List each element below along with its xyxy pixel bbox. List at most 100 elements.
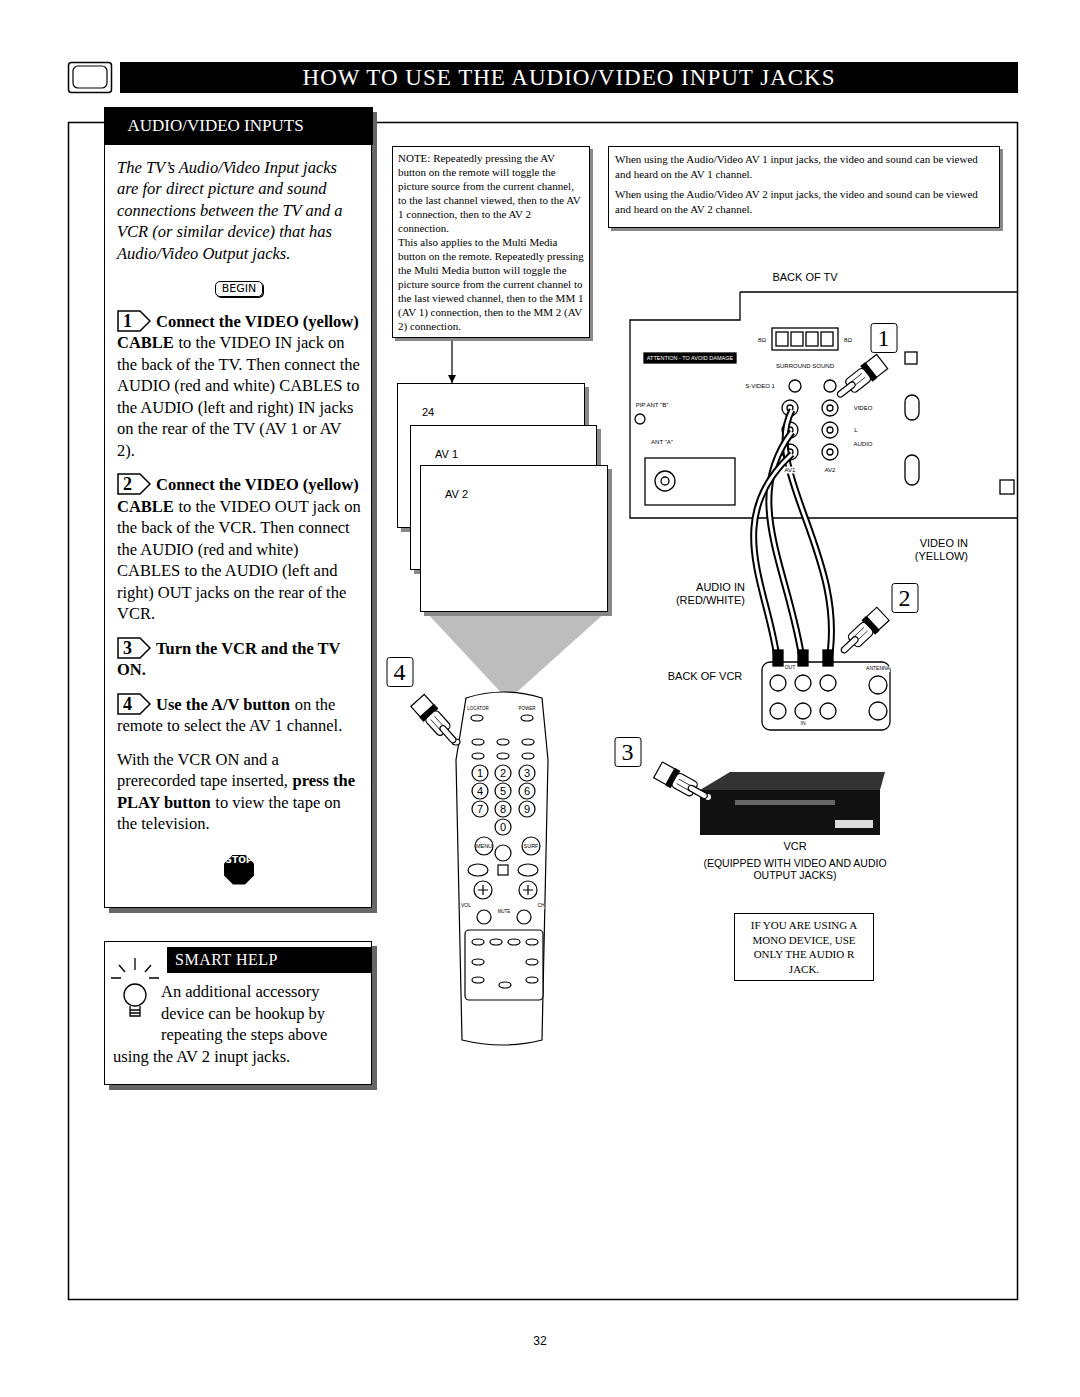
remote-control — [499, 982, 511, 988]
tv-back-panel — [822, 422, 838, 438]
tv-back-panel — [655, 471, 675, 491]
jack-label: 8Ω — [758, 337, 766, 344]
tv-back-panel — [635, 414, 645, 424]
text-group: 2Connect the VIDEO (yellow) CABLEto the … — [117, 473, 361, 625]
note-box: NOTE: Repeatedly pressing the AV button … — [392, 146, 590, 338]
jack-label: AV1 — [785, 467, 796, 474]
tv-back-panel — [776, 332, 788, 346]
remote-control — [456, 692, 548, 1045]
tv-back-panel — [645, 458, 735, 505]
text-group: With the VCR ON and a prerecorded tape i… — [117, 749, 361, 835]
caption-label: (EQUIPPED WITH VIDEO AND AUDIO OUTPUT JA… — [700, 857, 890, 881]
pointing-hands — [653, 761, 712, 806]
remote-button-label: SURF — [524, 843, 539, 849]
av-cables — [754, 410, 832, 665]
vcr-back-panel — [762, 662, 890, 730]
jack-label: S-VIDEO 1 — [745, 383, 775, 390]
jack-label: IN — [801, 721, 806, 727]
header-band — [120, 62, 1018, 93]
remote-control — [522, 739, 534, 745]
remote-control — [495, 801, 511, 817]
tv-back-panel — [827, 405, 833, 411]
box-text: AV 2 — [445, 488, 583, 500]
caption-label: VIDEO IN (YELLOW) — [898, 537, 968, 562]
intro-text: The TV’s Audio/Video Input jacks are for… — [117, 158, 343, 263]
remote-control — [522, 837, 540, 855]
page-frame — [69, 123, 1018, 1300]
connector-arrow — [451, 338, 452, 383]
vcr-back-panel — [869, 702, 887, 720]
step-number: 1 — [117, 310, 151, 332]
caption-label: BACK OF VCR — [668, 670, 743, 683]
help-text: An additional accessory device can be ho… — [113, 982, 327, 1066]
remote-beam — [426, 612, 606, 700]
vcr-back-panel — [823, 650, 833, 666]
page-title: HOW TO USE THE AUDIO/VIDEO INPUT JACKS — [120, 62, 1018, 93]
remote-control — [526, 977, 538, 983]
vcr-device — [735, 800, 835, 805]
box-text: IF YOU ARE USING A MONO DEVICE, USE ONLY… — [740, 918, 868, 976]
remote-control — [472, 801, 488, 817]
smart-help-bulb — [111, 958, 159, 1016]
tv-back-panel — [905, 352, 917, 364]
tv-back-panel — [772, 328, 838, 350]
jack-label: L — [854, 427, 857, 434]
remote-control — [478, 885, 533, 895]
remote-control — [472, 783, 488, 799]
remote-button-label: 2 — [500, 767, 506, 780]
tv-back-panel — [630, 292, 1018, 518]
text-group: 3Turn the VCR and the TV ON. — [117, 637, 361, 681]
tv-back-panel — [644, 353, 736, 363]
page-number: 32 — [533, 1335, 546, 1349]
remote-button-label: 3 — [524, 767, 530, 780]
tv-back-panel — [806, 332, 818, 346]
tv-icon — [69, 63, 112, 93]
box-text: When using the Audio/Video AV 2 input ja… — [615, 187, 993, 216]
vcr-back-panel — [770, 703, 786, 719]
remote-control — [495, 819, 511, 835]
smart-help-bulb — [130, 1006, 140, 1016]
remote-button-label: 7 — [477, 803, 483, 816]
smart-help-bulb — [124, 984, 146, 1006]
callout-number: 4 — [387, 657, 414, 687]
tv-icon — [73, 66, 107, 88]
panel-heading: AUDIO/VIDEO INPUTS — [128, 116, 304, 135]
remote-control — [475, 837, 493, 855]
jack-label: AUDIO — [853, 441, 872, 448]
remote-control — [526, 939, 538, 945]
bulb-space — [113, 981, 161, 1025]
remote-button-label: 9 — [524, 803, 530, 816]
callout-number: 3 — [615, 737, 642, 767]
screen-frame: AV 2 — [420, 465, 608, 612]
tv-back-panel — [905, 395, 919, 420]
remote-control — [521, 715, 533, 721]
remote-control — [508, 939, 520, 945]
pointing-hands — [832, 354, 888, 404]
text-group: SMART HELP — [167, 947, 371, 973]
text-group: The TV’s Audio/Video Input jacks are for… — [117, 157, 361, 265]
begin-badge: BEGIN — [215, 281, 264, 297]
callout-number: 2 — [892, 583, 919, 613]
remote-control — [495, 783, 511, 799]
remote-button-label: LOCATOR — [467, 706, 488, 711]
remote-control — [472, 753, 484, 759]
panel-heading: SMART HELP — [167, 947, 371, 973]
remote-control — [522, 753, 534, 759]
tv-icon — [69, 63, 112, 93]
tv-back-panel — [905, 455, 919, 485]
remote-control — [472, 939, 484, 945]
remote-control — [472, 739, 484, 745]
remote-control — [472, 765, 488, 781]
remote-control — [497, 753, 509, 759]
av-cables — [754, 454, 792, 665]
mono-note-box: IF YOU ARE USING A MONO DEVICE, USE ONLY… — [734, 913, 874, 981]
av-cables — [785, 410, 831, 665]
remote-control — [465, 930, 543, 1000]
tv-back-panel — [822, 444, 838, 460]
remote-button-label: 1 — [477, 767, 483, 780]
vcr-back-panel — [798, 650, 808, 666]
smart-help-panel: SMART HELP An additional accessory device… — [104, 941, 372, 1085]
remote-control — [468, 864, 488, 876]
remote-control — [519, 765, 535, 781]
